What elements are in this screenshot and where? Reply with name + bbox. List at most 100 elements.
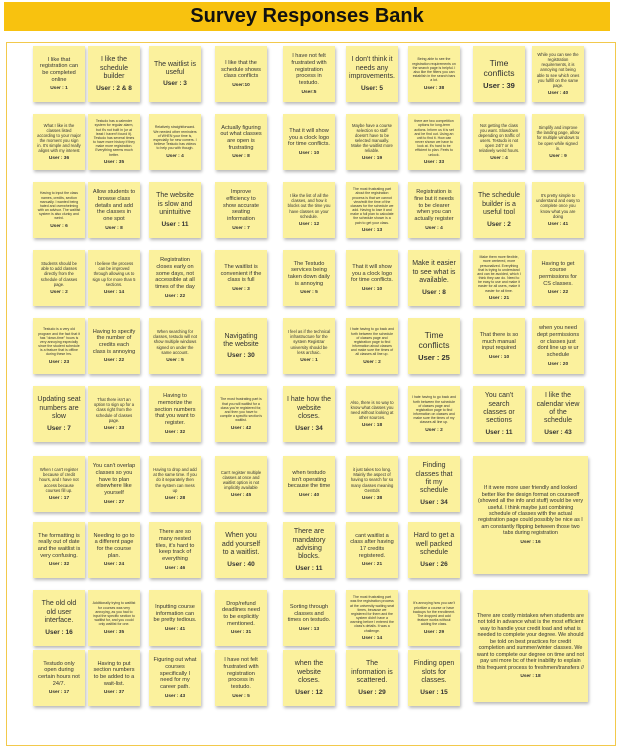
note-text: Having to memorize the section numbers t… [154,393,196,427]
note-text: it just takes too long. Mainly the aspec… [350,467,394,493]
note-user: User : 10 [361,287,383,293]
note-text: When you add yourself to a waitlist. [221,532,261,557]
note-user: User : 13 [298,627,320,633]
note-user: User : 41 [547,221,569,227]
sticky-note: Actually figuring out what classes are o… [215,114,267,170]
sticky-note: I like the list of all the classes, and … [283,182,335,238]
sticky-note: Drop/refund deadlines need to be explici… [215,590,267,646]
note-text: Finding open slots for classes. [413,660,455,685]
sticky-note: Having to memorize the section numbers t… [149,386,201,442]
sticky-note: Having to drop and add at the same time.… [149,456,201,512]
sticky-note: I feel as if the technical infrastructur… [283,318,335,374]
note-text: Time conflicts [483,57,515,78]
sticky-note: There are mandatory advising blocks.User… [283,522,335,578]
sticky-note: when you need dept permissions or classe… [532,318,584,374]
note-user: User : 35 [103,159,125,165]
sticky-note: There are costly mistakes when students … [473,590,588,702]
note-user: User : 16 [45,628,73,636]
note-text: I like the calendar view of the schedule [536,392,580,425]
sticky-note: Students should be able to add classes d… [33,250,85,306]
note-user: User : 2 [425,427,443,433]
note-text: I like the schedule builder [99,56,129,81]
note-text: That it will show you a clock logo for t… [288,127,330,148]
note-text: Finding classes that fit my schedule [415,462,453,495]
note-text: when the website closes. [294,660,324,685]
note-user: User : 15 [420,688,448,696]
note-text: I like that registration can be complete… [39,56,79,83]
note-user: User : 29 [423,629,445,635]
note-text: Registration is fine but it needs to be … [414,189,454,223]
note-user: User : 32 [48,562,70,568]
note-user: User : 16 [520,539,541,545]
sticky-note: While you can see the registration requi… [532,46,584,102]
note-text: Not getting the class you want. Slowdown… [478,122,520,154]
sticky-note: The most frustrating part is that you wi… [215,386,267,442]
sticky-note: Also, there is no way to know what class… [346,386,398,442]
note-user: User : 1 [300,357,318,363]
note-text: The formatting is really out of date and… [37,532,81,559]
note-text: There are costly mistakes when students … [477,612,584,671]
note-text: Needing to go to a different page for th… [93,532,135,559]
note-user: User : 34 [420,498,448,506]
note-user: User : 36 [48,156,70,162]
note-text: The most frustrating part was the regist… [350,595,394,633]
note-user: User : 2 [487,220,511,228]
sticky-note: When searching for classes, testudo will… [149,318,201,374]
sticky-note: Registration is fine but it needs to be … [408,182,460,238]
note-user: User : 2 & 8 [96,84,132,92]
sticky-note: There are so many nested tiles, it's har… [149,522,201,578]
note-user: User : 43 [544,428,572,436]
note-user: User : 5 [232,693,250,699]
note-user: User : 40 [298,493,320,499]
sticky-note: I have not felt frustrated with registra… [215,650,267,706]
sticky-note: Relatively straightforward. We needed ot… [149,114,201,170]
note-user: User : 14 [361,635,383,641]
sticky-note: The formatting is really out of date and… [33,522,85,578]
note-text: Make it easier to see what is available. [412,260,456,285]
note-text: The Testudo services being taken down da… [288,260,330,287]
note-user: User : 46 [164,565,186,571]
note-user: User : 22 [164,293,186,299]
note-text: I believe the process can be improved th… [92,261,136,287]
sticky-note: I hate having to go back and forth betwe… [408,386,460,442]
note-text: cant waitlist a class after having 17 cr… [350,532,394,559]
sticky-note: Being able to see the registration requi… [408,46,460,102]
note-user: User : 2 [363,359,381,365]
note-text: When I can't register because of credit … [39,467,79,493]
note-text: The schedule builder is a useful tool [477,192,521,217]
note-text: Improve efficiency to show accurate seat… [222,189,260,223]
sticky-note: What I like is the classes listed accord… [33,114,85,170]
sticky-note: That there is so much manual input requi… [473,318,525,374]
note-text: Time conflicts [418,329,450,350]
note-user: User : 4 [425,225,443,231]
sticky-note: The most frustrating part was the regist… [346,590,398,646]
note-text: when testudo isn't operating because the… [287,469,331,490]
note-text: Simplify and improve the landing page, a… [536,125,580,151]
note-user: User : 29 [358,688,386,696]
sticky-note: Can't register multiple classes at once … [215,456,267,512]
note-user: User : 25 [418,353,450,363]
note-user: User : 40 [227,560,255,568]
note-text: The waitlist is convenient if the class … [220,263,262,284]
sticky-note: Testudo is a very old program and the fa… [33,318,85,374]
page-title: Survey Responses Bank [190,5,424,27]
sticky-note: That it will show you a clock logo for t… [346,250,398,306]
note-user: User : 6 [50,223,68,229]
note-user: User : 37 [103,690,125,696]
note-user: User : 1 [50,86,68,92]
sticky-note: I don't think it needs any improvements.… [346,46,398,102]
note-user: User : 30 [227,352,255,360]
note-user: User : 19 [361,156,383,162]
note-user: User : 5 [300,290,318,296]
sticky-note: I like that the schedule shows class con… [215,46,267,102]
sticky-note: When I can't register because of credit … [33,456,85,512]
note-text: Drop/refund deadlines need to be explici… [222,600,260,627]
note-text: I feel as if the technical infrastructur… [287,329,331,355]
note-user: User : 33 [423,159,445,165]
sticky-note: I believe the process can be improved th… [88,250,140,306]
note-user: User : 26 [420,560,448,568]
